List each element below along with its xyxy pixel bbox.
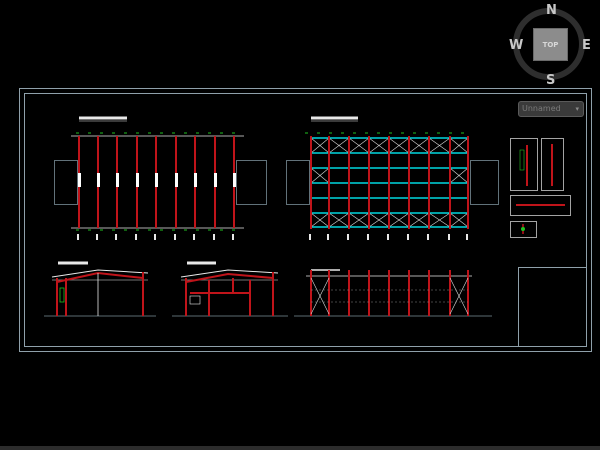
plan-annex-right	[236, 160, 267, 205]
elevation-middle	[172, 261, 288, 317]
detail-sections	[510, 138, 571, 238]
named-views-dropdown[interactable]: Unnamed ▾	[518, 101, 584, 117]
plan2-annex-right	[470, 160, 499, 205]
viewcube-top-face[interactable]: TOP	[533, 28, 568, 61]
chevron-down-icon: ▾	[575, 105, 579, 113]
elevation-side	[294, 269, 492, 317]
viewcube-south-label[interactable]: S	[546, 73, 556, 88]
plan-roof-beams	[54, 116, 267, 240]
sheet-inner-border	[24, 93, 587, 347]
title-block	[518, 267, 587, 347]
plan-annex-left	[54, 160, 78, 205]
viewcube-west-label[interactable]: W	[509, 38, 524, 53]
viewcube-east-label[interactable]: E	[582, 38, 591, 53]
named-views-label: Unnamed	[522, 104, 561, 113]
sheet-outer-border	[19, 88, 592, 352]
plan-bracing	[286, 116, 499, 240]
viewcube-north-label[interactable]: N	[546, 3, 557, 18]
elevation-left	[44, 261, 156, 317]
plan2-x-bracing	[310, 137, 469, 228]
plan2-columns	[310, 136, 469, 229]
status-bar-edge	[0, 446, 600, 450]
viewcube-compass-ring[interactable]	[513, 8, 585, 80]
plan2-annex-left	[286, 160, 310, 205]
